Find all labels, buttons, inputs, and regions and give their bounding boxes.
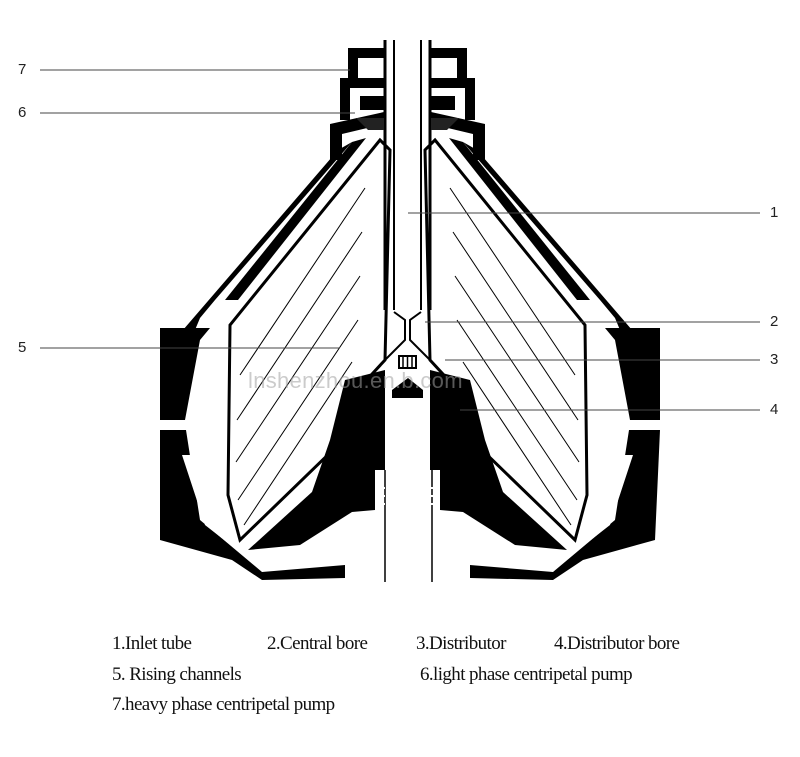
legend-inlet-tube: 1.Inlet tube (112, 633, 192, 654)
bowl-wall-right (449, 138, 660, 580)
leader-lines (40, 69, 760, 411)
legend-distributor: 3.Distributor (416, 633, 506, 654)
legend-light-phase-pump: 6.light phase centripetal pump (420, 664, 633, 685)
callout-2: 2 (770, 313, 779, 330)
callout-4: 4 (770, 401, 779, 418)
callout-7: 7 (18, 61, 27, 78)
bowl-wall-left (160, 138, 366, 580)
callout-5: 5 (18, 339, 27, 356)
centripetal-pump-housing-left (330, 48, 384, 160)
callout-6: 6 (18, 104, 27, 121)
distributor-bore (398, 355, 417, 369)
legend-heavy-phase-pump: 7.heavy phase centripetal pump (112, 694, 335, 715)
spindle-threads (376, 487, 439, 505)
watermark: lnshenzhou.en.b.com (248, 368, 463, 393)
callout-3: 3 (770, 351, 779, 368)
inlet-tube (383, 40, 433, 582)
bowl-bottom (248, 370, 567, 550)
legend-central-bore: 2.Central bore (267, 633, 368, 654)
centrifuge-bowl-cross-section (40, 40, 760, 582)
rising-channel-lines-left (235, 187, 366, 526)
legend-rising-channels: 5. Rising channels (112, 664, 242, 685)
callout-1: 1 (770, 204, 779, 221)
centripetal-pump-housing-right (431, 48, 485, 160)
legend-distributor-bore: 4.Distributor bore (554, 633, 680, 654)
